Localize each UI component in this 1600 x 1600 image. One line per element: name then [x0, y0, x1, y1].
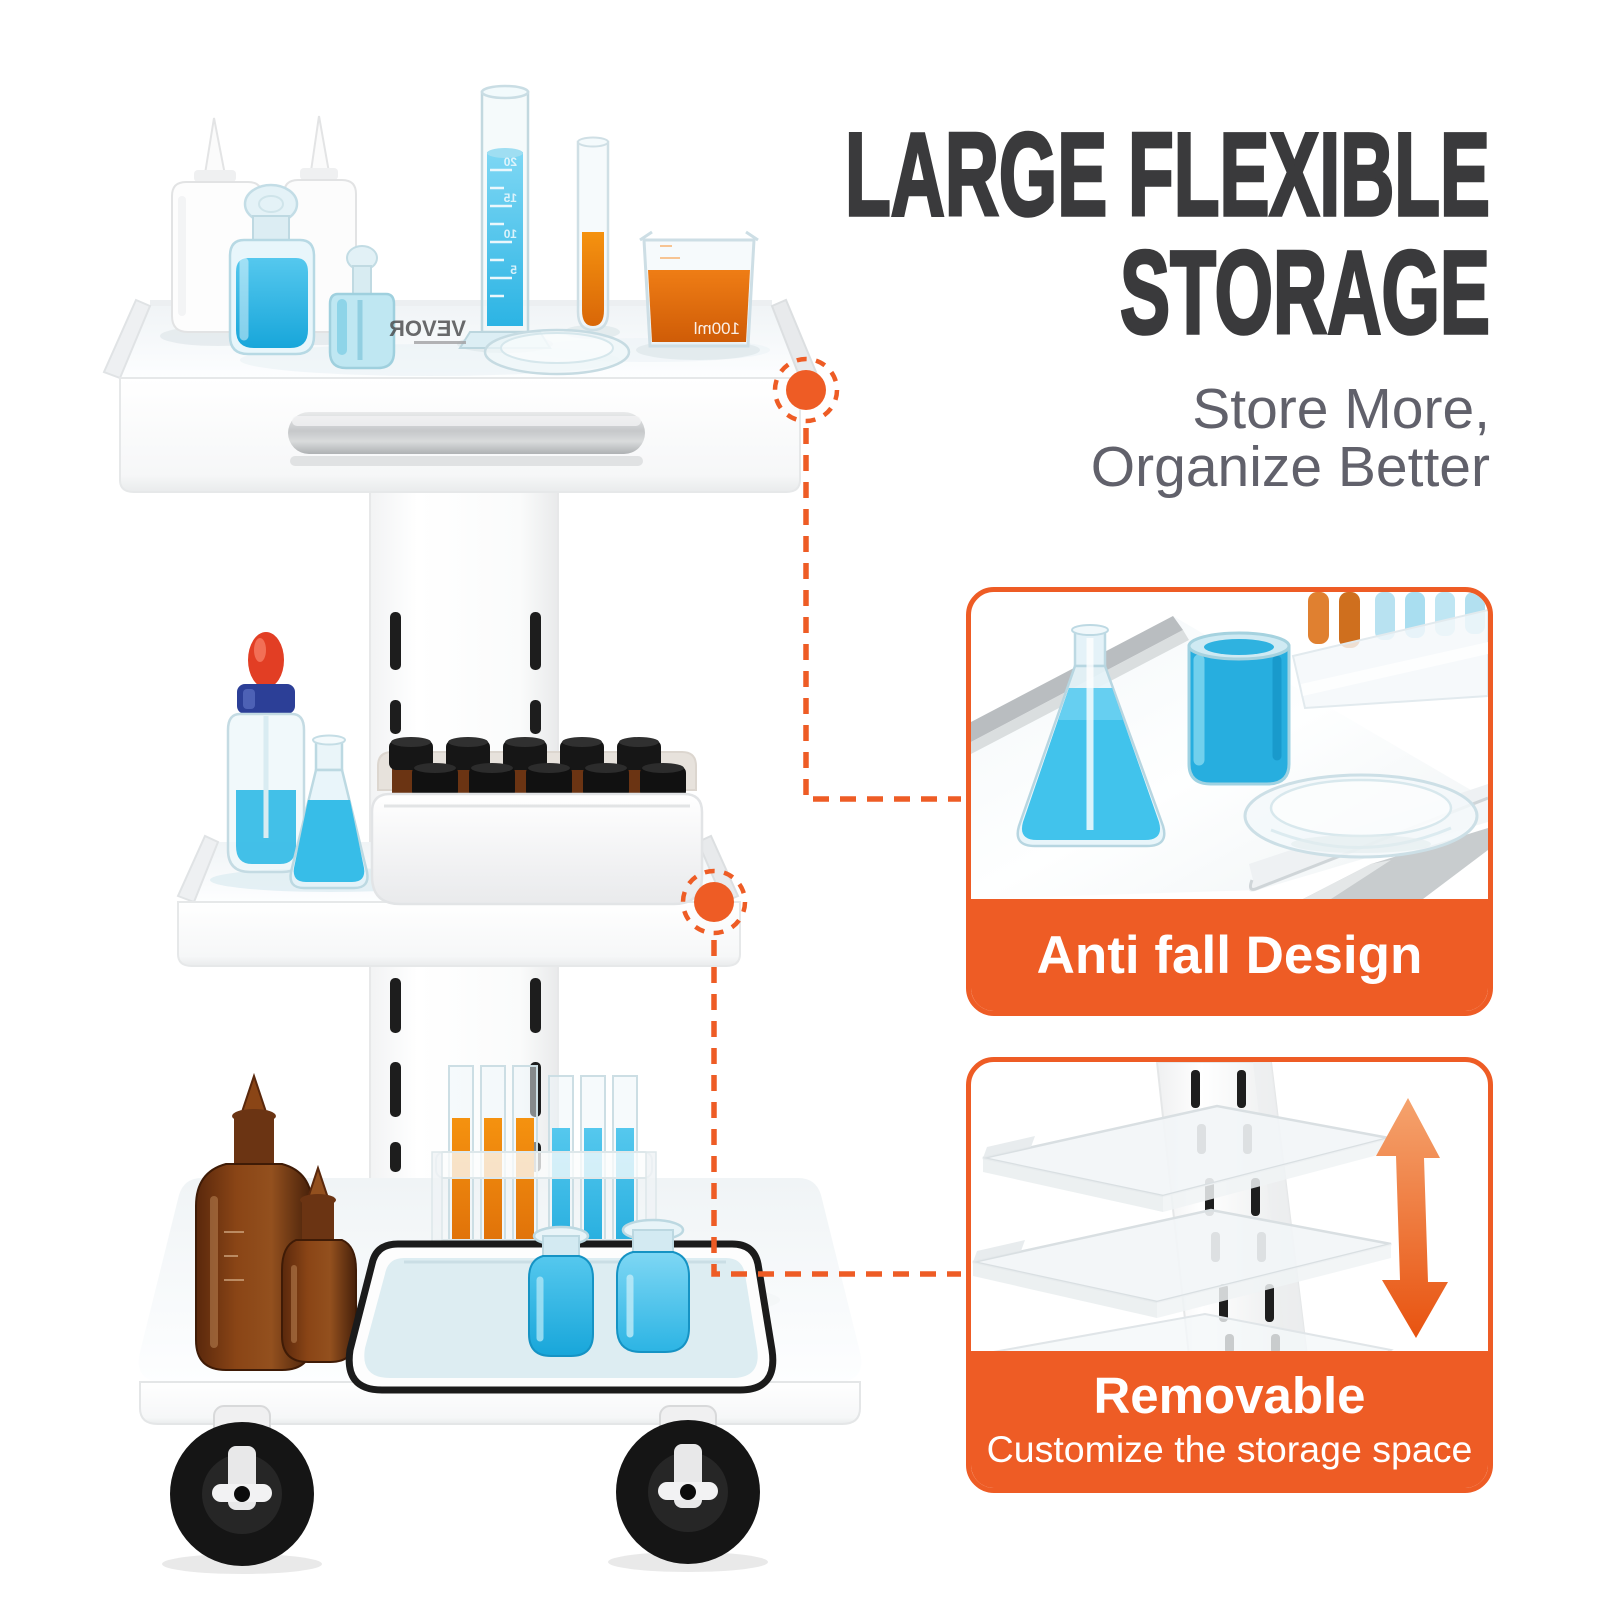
- blue-bottle-1: [528, 1225, 594, 1357]
- svg-text:20: 20: [503, 155, 517, 169]
- svg-text:5: 5: [510, 263, 517, 277]
- amber-bottle-scale: [224, 1231, 244, 1281]
- vial-storage-bin: [370, 737, 704, 906]
- amber-vials: [389, 737, 686, 802]
- cylinder-scale-numbers: 20 15 10 5: [503, 155, 517, 277]
- small-dropper-bottle: [328, 245, 396, 370]
- blue-bottle-2: [616, 1218, 690, 1353]
- vial-caps-back-row: [389, 737, 661, 770]
- small-erlenmeyer-flask: [289, 734, 369, 890]
- orange-beaker: 100ml: [639, 230, 759, 348]
- anti-fall-label: Anti fall Design: [1036, 925, 1423, 985]
- closeup-jar: [1187, 631, 1291, 786]
- top-tray-items: 20 15 10 5 100ml: [160, 84, 760, 376]
- connector-line-middle: [711, 940, 961, 1277]
- blue-reagent-bottle: [228, 183, 316, 356]
- svg-text:15: 15: [503, 191, 517, 205]
- graduated-cylinder: 20 15 10 5: [458, 84, 552, 349]
- cylinder-ticks: [490, 168, 512, 298]
- red-bulb-dropper-bottle: [226, 632, 306, 874]
- height-adjust-arrow: [1376, 1098, 1448, 1338]
- subtitle: Store More, Organize Better: [790, 380, 1490, 496]
- petri-dish: [483, 328, 631, 376]
- subtitle-line2: Organize Better: [1090, 435, 1490, 499]
- headline: LARGE FLEXIBLE STORAGE: [843, 112, 1490, 361]
- callout-dot-top: [772, 356, 840, 424]
- removable-photo: [971, 1062, 1448, 1356]
- orange-test-tube: [576, 136, 610, 332]
- beaker-label: 100ml: [694, 319, 740, 338]
- closeup-petri-dish: [1243, 773, 1479, 859]
- caster-wheel-right: [608, 1405, 768, 1572]
- callout-dot-middle: [680, 868, 748, 936]
- closeup-flask: [1016, 624, 1166, 848]
- closeup-tube-rack: [1291, 592, 1488, 710]
- subtitle-line1: Store More,: [1192, 377, 1490, 441]
- closeup-shelves: [971, 1104, 1394, 1356]
- brand-logo: VEVOR: [389, 316, 466, 344]
- anti-fall-banner: Anti fall Design: [971, 899, 1488, 1011]
- connector-line-top: [803, 428, 961, 802]
- callout-panel-anti-fall: Anti fall Design: [966, 587, 1493, 1016]
- removable-sublabel: Customize the storage space: [986, 1427, 1473, 1470]
- vial-caps-front-row: [412, 763, 686, 798]
- tray-handle: [288, 412, 645, 466]
- caster-wheel-left: [162, 1405, 322, 1574]
- anti-fall-photo: [971, 592, 1488, 899]
- middle-shelf-items: [226, 632, 704, 906]
- headline-line2: STORAGE: [1120, 227, 1490, 359]
- removable-label: Removable: [1093, 1366, 1366, 1424]
- svg-text:VEVOR: VEVOR: [389, 316, 466, 341]
- closeup-shelf-1: [982, 1104, 1390, 1212]
- column-slots-upper: [390, 612, 541, 734]
- svg-text:10: 10: [503, 227, 517, 241]
- amber-bottle-small: [281, 1164, 357, 1363]
- closeup-shelf-2: [972, 1208, 1392, 1318]
- headline-line1: LARGE FLEXIBLE: [845, 112, 1490, 241]
- bottom-shelf-items: [195, 1065, 777, 1394]
- callout-panel-removable: Removable Customize the storage space: [966, 1057, 1493, 1493]
- closeup-shelf-3: [971, 1312, 1394, 1356]
- removable-banner: Removable Customize the storage space: [971, 1351, 1488, 1488]
